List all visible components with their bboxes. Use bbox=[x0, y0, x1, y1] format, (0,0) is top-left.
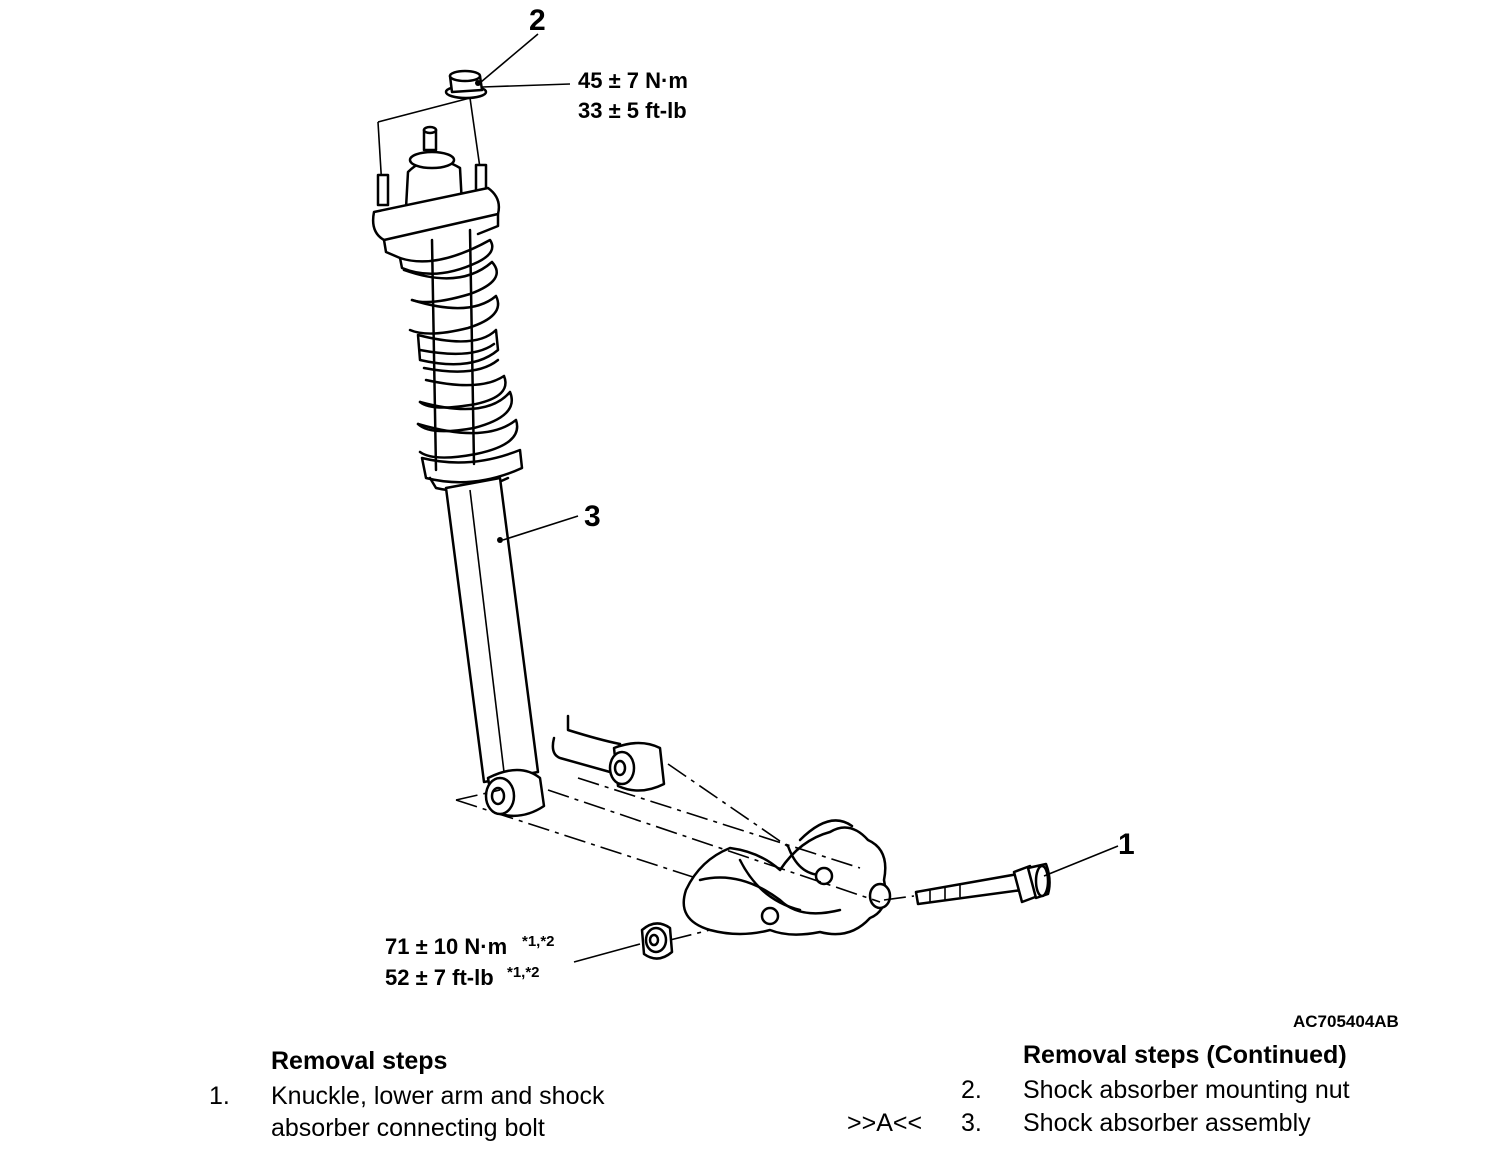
lower-nut-illustration bbox=[640, 922, 674, 960]
step-3-number: 3. bbox=[961, 1109, 982, 1137]
step-2-text: Shock absorber mounting nut bbox=[1023, 1076, 1350, 1104]
lower-arm-knuckle-illustration bbox=[551, 714, 892, 936]
torque-top-leader bbox=[481, 83, 571, 88]
removal-steps-continued-heading: Removal steps (Continued) bbox=[1023, 1041, 1347, 1069]
removal-steps-heading: Removal steps bbox=[271, 1047, 448, 1075]
step-1-text-line1: Knuckle, lower arm and shock bbox=[271, 1082, 605, 1110]
torque-bottom-metric-note: *1,*2 bbox=[522, 933, 555, 950]
figure-id-number: AC705404 bbox=[1293, 1012, 1375, 1031]
shock-absorber-assembly-illustration bbox=[371, 125, 546, 818]
callout-1-leader bbox=[1043, 845, 1119, 877]
step-1-number: 1. bbox=[209, 1082, 230, 1110]
torque-bottom-imperial-note: *1,*2 bbox=[507, 964, 540, 981]
callout-3: 3 bbox=[584, 500, 601, 533]
torque-top-metric: 45 ± 7 N·m bbox=[578, 68, 688, 93]
callout-3-leader bbox=[502, 515, 579, 541]
figure-id: AC705404AB bbox=[1293, 1012, 1399, 1031]
torque-bottom-imperial: 52 ± 7 ft-lb bbox=[385, 965, 494, 990]
step-2-number: 2. bbox=[961, 1076, 982, 1104]
step-1-text-line2: absorber connecting bolt bbox=[271, 1114, 545, 1142]
assembly-centerlines bbox=[455, 763, 915, 941]
torque-top-imperial: 33 ± 5 ft-lb bbox=[578, 98, 687, 123]
callout-2: 2 bbox=[529, 4, 546, 37]
figure-id-suffix: AB bbox=[1374, 1012, 1399, 1031]
torque-bottom-metric: 71 ± 10 N·m bbox=[385, 934, 507, 959]
mounting-nut-illustration bbox=[444, 69, 488, 100]
step-3-text: Shock absorber assembly bbox=[1023, 1109, 1311, 1137]
callout-1: 1 bbox=[1118, 828, 1135, 861]
step-3-marker: >>A<< bbox=[847, 1109, 923, 1137]
connecting-bolt-illustration bbox=[914, 862, 1051, 906]
callout-2-leader bbox=[480, 33, 539, 83]
torque-bottom-leader bbox=[573, 943, 641, 963]
